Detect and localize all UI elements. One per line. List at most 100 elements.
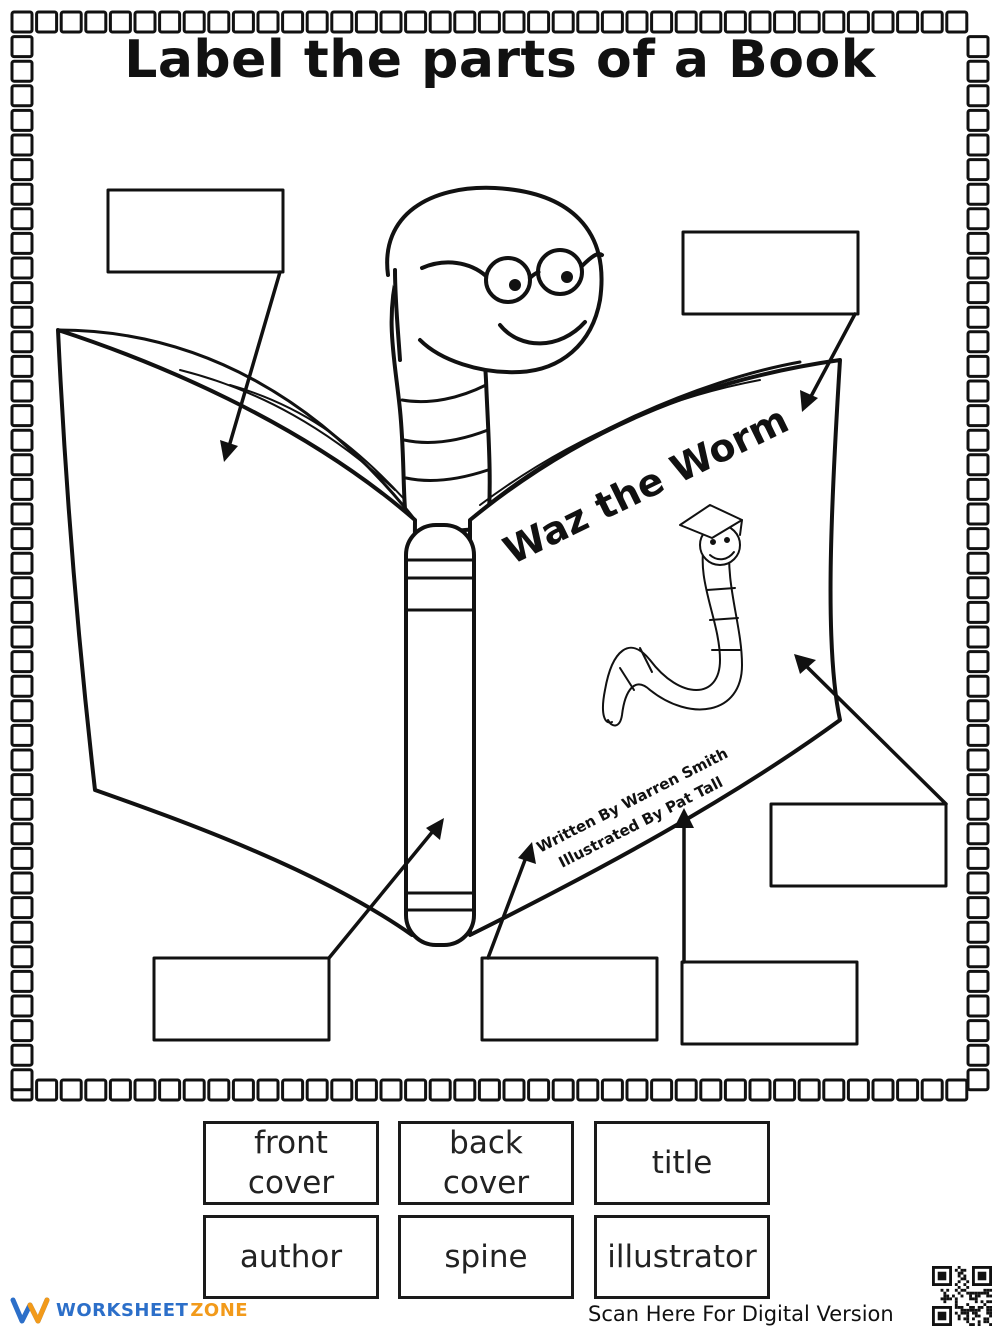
border-square: [133, 10, 157, 34]
border-square: [10, 723, 34, 747]
border-square: [256, 1078, 280, 1102]
border-square: [966, 920, 990, 944]
border-square: [10, 354, 34, 378]
border-square: [625, 1078, 649, 1102]
brand-logo[interactable]: WORKSHEET ZONE: [10, 1295, 248, 1325]
border-square: [10, 182, 34, 206]
border-square: [10, 330, 34, 354]
border-square: [773, 1078, 797, 1102]
border-square: [896, 1078, 920, 1102]
border-square: [966, 305, 990, 329]
word-card-illustrator[interactable]: illustrator: [594, 1215, 770, 1299]
border-square: [966, 969, 990, 993]
border-square: [10, 994, 34, 1018]
border-square: [966, 896, 990, 920]
word-card-title[interactable]: title: [594, 1121, 770, 1205]
border-square: [822, 1078, 846, 1102]
border-square: [966, 108, 990, 132]
border-square: [502, 10, 526, 34]
border-square: [600, 10, 624, 34]
border-square: [10, 1068, 34, 1092]
border-square: [966, 551, 990, 575]
border-square: [966, 723, 990, 747]
border-square: [797, 1078, 821, 1102]
border-square: [822, 10, 846, 34]
border-square: [966, 35, 990, 59]
border-square: [966, 527, 990, 551]
border-square: [966, 576, 990, 600]
border-square: [10, 404, 34, 428]
border-square: [576, 10, 600, 34]
answer-box-spine: [152, 956, 331, 1042]
answer-box-back-cover: [106, 188, 285, 274]
border-square: [182, 10, 206, 34]
border-square: [920, 10, 944, 34]
border-square: [966, 600, 990, 624]
border-square: [966, 699, 990, 723]
decorative-square-border: [10, 10, 990, 1102]
border-square: [10, 699, 34, 723]
border-square: [527, 1078, 551, 1102]
border-square: [477, 1078, 501, 1102]
border-square: [674, 1078, 698, 1102]
border-square: [10, 576, 34, 600]
border-square: [966, 133, 990, 157]
border-square: [966, 1068, 990, 1092]
border-square: [379, 10, 403, 34]
border-square: [846, 1078, 870, 1102]
border-square: [966, 453, 990, 477]
answer-boxes: [106, 188, 948, 1046]
border-square: [10, 846, 34, 870]
border-square: [207, 1078, 231, 1102]
border-square: [10, 773, 34, 797]
border-square: [551, 1078, 575, 1102]
border-square: [748, 10, 772, 34]
pointer-arrows: [226, 270, 948, 964]
border-square: [330, 1078, 354, 1102]
border-square: [871, 1078, 895, 1102]
border-square: [453, 10, 477, 34]
border-square: [966, 822, 990, 846]
back-cover-top-edge: [56, 328, 417, 522]
border-square: [10, 945, 34, 969]
border-square: [966, 871, 990, 895]
border-square: [10, 797, 34, 821]
border-square: [797, 10, 821, 34]
answer-box-front-cover: [769, 802, 948, 888]
border-square: [966, 330, 990, 354]
border-square: [625, 10, 649, 34]
qr-code-icon[interactable]: [932, 1266, 992, 1326]
border-square: [10, 625, 34, 649]
worm-band-3: [404, 468, 490, 482]
border-square: [966, 404, 990, 428]
scan-instruction: Scan Here For Digital Version: [588, 1302, 894, 1326]
border-square: [10, 207, 34, 231]
border-square: [10, 920, 34, 944]
border-square: [231, 1078, 255, 1102]
border-square: [966, 1043, 990, 1067]
worksheet-zone-logo-icon: [10, 1297, 50, 1324]
border-square: [35, 10, 59, 34]
back-cover: [56, 328, 417, 937]
border-square: [650, 10, 674, 34]
border-square: [10, 527, 34, 551]
border-square: [10, 969, 34, 993]
border-square: [966, 797, 990, 821]
border-square: [920, 1078, 944, 1102]
border-square: [10, 84, 34, 108]
border-square: [84, 10, 108, 34]
border-square: [699, 1078, 723, 1102]
word-card-author[interactable]: author: [203, 1215, 379, 1299]
border-square: [10, 551, 34, 575]
answer-box-title: [681, 230, 860, 316]
border-square: [10, 305, 34, 329]
border-square: [10, 158, 34, 182]
word-card-spine[interactable]: spine: [398, 1215, 574, 1299]
border-square: [10, 600, 34, 624]
border-square: [966, 846, 990, 870]
border-square: [35, 1078, 59, 1102]
border-square: [966, 59, 990, 83]
